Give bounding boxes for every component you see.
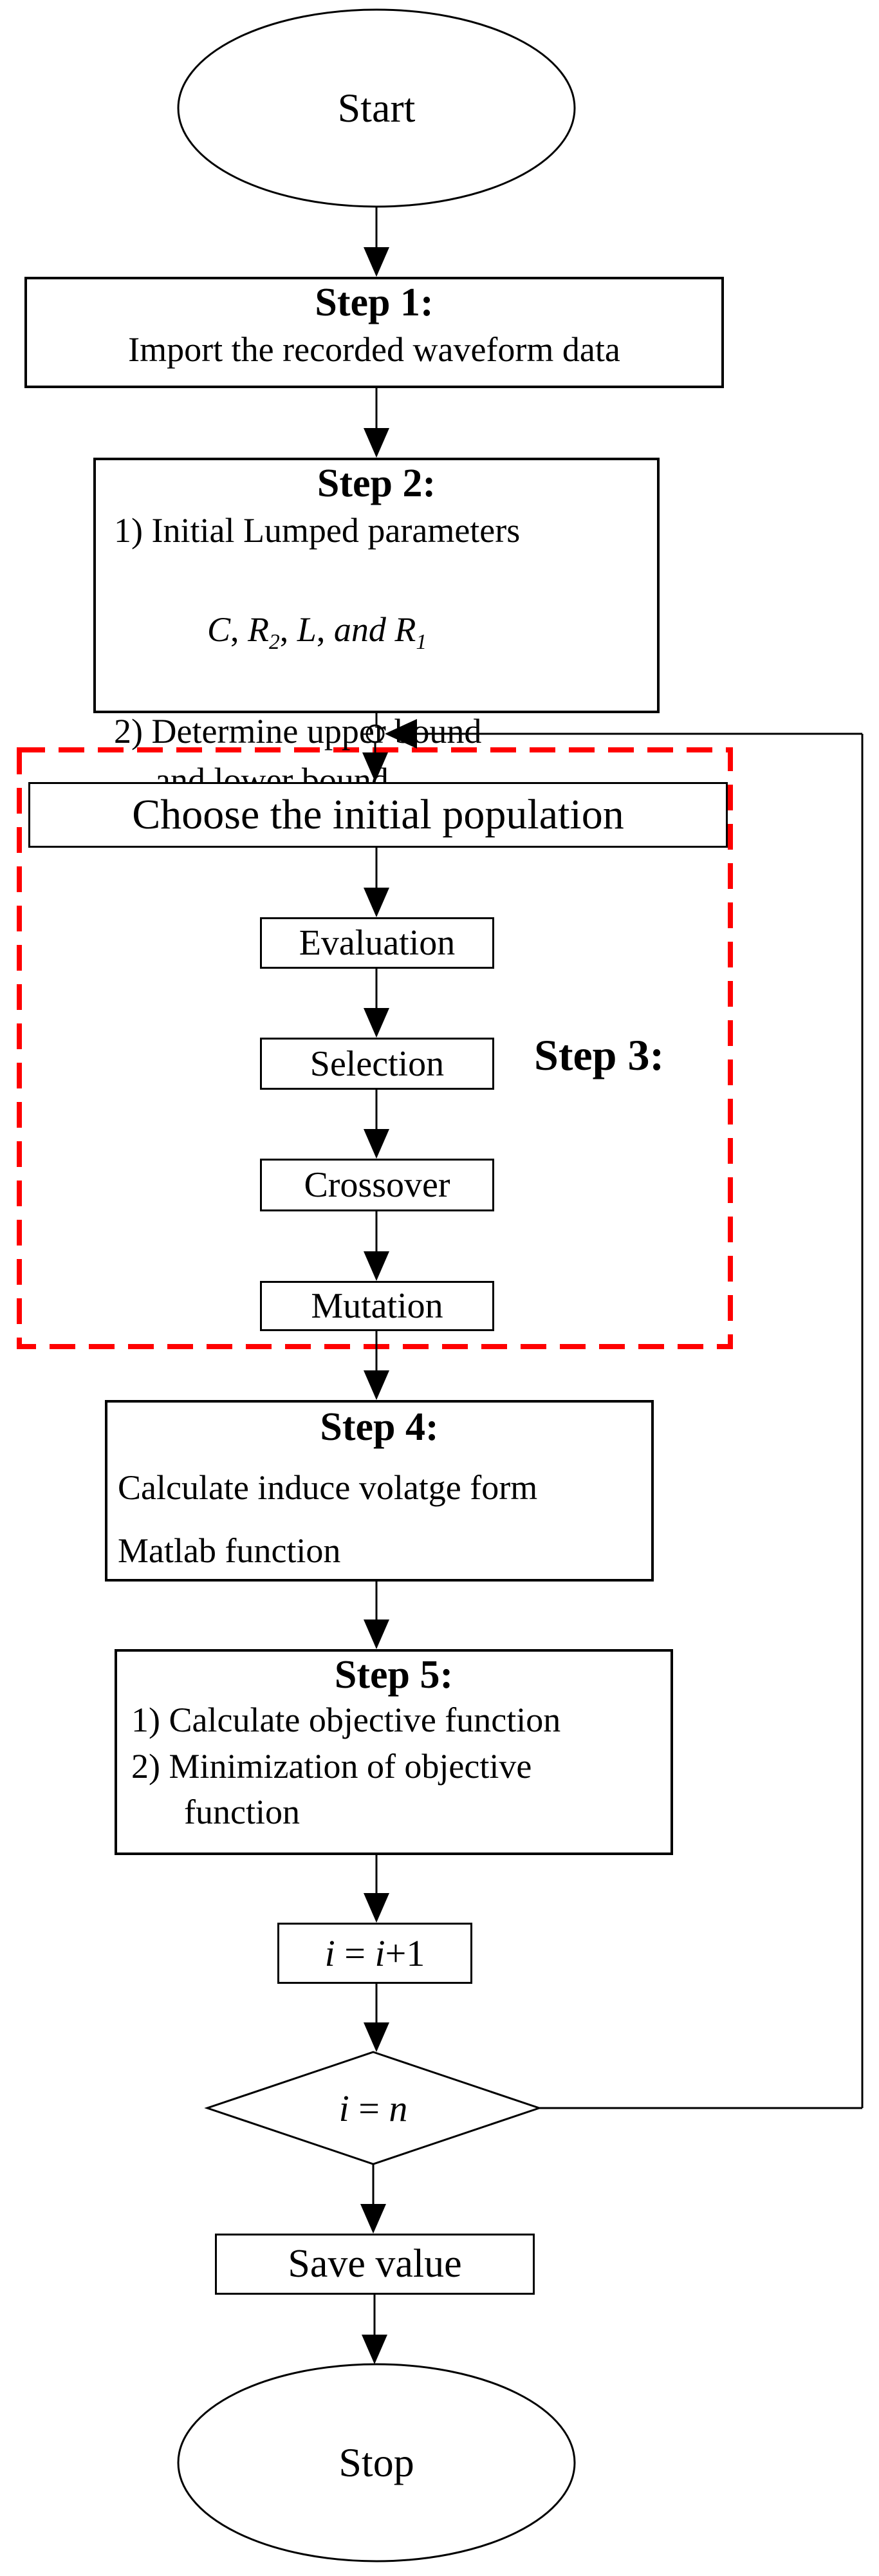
counter-increment-box: i = i+1	[277, 1923, 472, 1984]
param-R2: R	[248, 610, 270, 649]
selection-label: Selection	[310, 1043, 445, 1084]
arrowhead-choose	[362, 752, 388, 782]
evaluation-box: Evaluation	[260, 917, 494, 969]
arrowhead-loop-into-junction	[385, 719, 417, 749]
mutation-label: Mutation	[311, 1286, 443, 1326]
step4-line1: Calculate induce volatge form	[118, 1468, 538, 1507]
choose-population-box: Choose the initial population	[28, 782, 728, 848]
choose-population-label: Choose the initial population	[132, 791, 624, 838]
step4-title: Step 4:	[320, 1405, 439, 1449]
param-R1-subscript: 1	[416, 630, 427, 654]
arrowhead-decision	[364, 2022, 389, 2052]
formula-space	[386, 610, 395, 649]
arrowhead-stop	[362, 2335, 387, 2364]
arrowhead-evaluation	[364, 888, 389, 917]
crossover-label: Crossover	[304, 1165, 450, 1205]
arrowhead-selection	[364, 1008, 389, 1038]
arrowhead-mutation	[364, 1251, 389, 1281]
formula-separator: ,	[279, 610, 297, 649]
arrowhead-step2	[364, 428, 389, 458]
step2-process-box: Step 2: 1) Initial Lumped parameters C, …	[93, 458, 660, 799]
step4-process-box: Step 4: Calculate induce volatge form Ma…	[105, 1400, 654, 1582]
param-C: C	[207, 610, 231, 649]
step2-parameter-formula: C, R2, L, and R1	[96, 555, 657, 707]
step3-region-label: Step 3:	[534, 1031, 665, 1079]
formula-and: and	[333, 610, 386, 649]
save-value-box: Save value	[215, 2234, 535, 2295]
counter-increment: +1	[385, 1932, 425, 1974]
counter-var2: i	[375, 1932, 385, 1974]
arrowhead-step5	[364, 1619, 389, 1649]
step5-item1: 1) Calculate objective function	[131, 1701, 561, 1740]
stop-terminator-ellipse	[177, 2363, 576, 2562]
arrowhead-step4	[364, 1370, 389, 1400]
counter-increment-label: i = i+1	[325, 1932, 425, 1975]
step4-line2: Matlab function	[118, 1531, 341, 1570]
step5-process-box: Step 5: 1) Calculate objective function …	[115, 1649, 673, 1855]
counter-var: i	[324, 1932, 335, 1974]
crossover-box: Crossover	[260, 1159, 494, 1211]
step5-item2-continuation: function	[184, 1792, 300, 1831]
decision-value: n	[389, 2087, 408, 2129]
formula-separator: ,	[230, 610, 248, 649]
step2-item2: 2) Determine upper bound	[114, 711, 482, 751]
param-R1: R	[394, 610, 416, 649]
step2-title: Step 2:	[317, 462, 436, 505]
step1-body: Import the recorded waveform data	[128, 330, 620, 369]
save-value-label: Save value	[288, 2242, 462, 2286]
stop-node-label: Stop	[338, 2440, 414, 2485]
step5-item2: 2) Minimization of objective	[131, 1746, 532, 1786]
mutation-box: Mutation	[260, 1281, 494, 1331]
step1-process-box: Step 1: Import the recorded waveform dat…	[24, 277, 724, 388]
arrowhead-crossover	[364, 1129, 389, 1159]
param-L: L	[297, 610, 317, 649]
step5-title: Step 5:	[334, 1653, 454, 1697]
start-node-label: Start	[337, 85, 416, 131]
selection-box: Selection	[260, 1038, 494, 1090]
param-R2-subscript: 2	[269, 630, 280, 654]
arrowhead-save	[360, 2204, 386, 2234]
counter-equals: =	[335, 1932, 375, 1974]
decision-condition-label: i = n	[277, 2085, 470, 2131]
decision-equals: =	[349, 2087, 389, 2129]
arrowhead-step1	[364, 247, 389, 277]
step1-title: Step 1:	[315, 281, 434, 324]
formula-separator: ,	[316, 610, 334, 649]
decision-var: i	[338, 2087, 349, 2129]
evaluation-label: Evaluation	[299, 923, 456, 963]
arrowhead-counter	[364, 1893, 389, 1923]
step2-item1: 1) Initial Lumped parameters	[114, 511, 521, 550]
